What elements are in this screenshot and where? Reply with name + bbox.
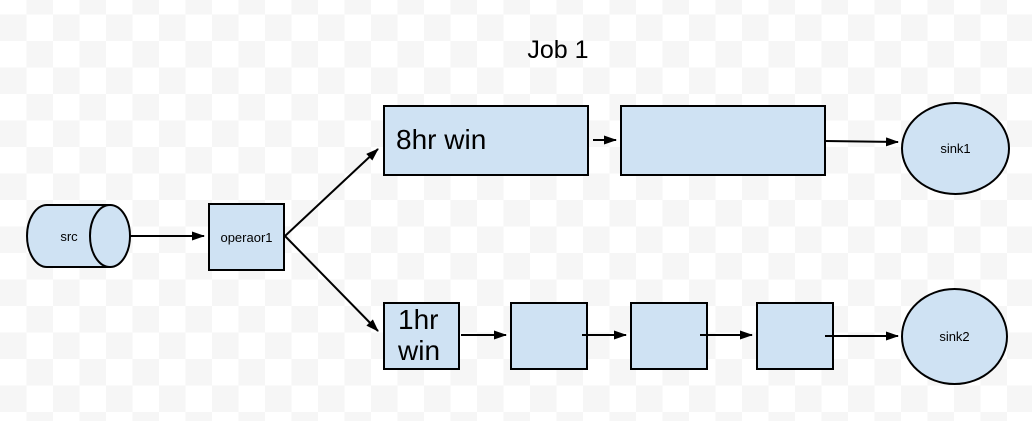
node-sink2[interactable]: sink2 bbox=[901, 288, 1008, 385]
node-bottom-process-1[interactable] bbox=[510, 302, 588, 370]
node-sink1[interactable]: sink1 bbox=[901, 102, 1010, 195]
edge-operator1-to-1hr-window[interactable] bbox=[284, 235, 379, 332]
node-1hr-window-label: 1hr win bbox=[398, 304, 441, 366]
edge-operator1-to-8hr-window[interactable] bbox=[284, 148, 379, 237]
node-top-process[interactable] bbox=[620, 105, 826, 176]
node-8hr-window-label: 8hr win bbox=[396, 124, 487, 156]
node-sink2-label: sink2 bbox=[939, 329, 970, 344]
node-sink1-label: sink1 bbox=[940, 141, 971, 156]
node-operator1-label: operaor1 bbox=[220, 229, 273, 245]
node-operator1[interactable]: operaor1 bbox=[208, 203, 285, 271]
edge-top-process-to-sink1[interactable] bbox=[824, 137, 899, 147]
node-8hr-window[interactable]: 8hr win bbox=[383, 105, 589, 176]
source-label: src bbox=[60, 228, 78, 244]
diagram-title: Job 1 bbox=[527, 36, 589, 64]
source-cylinder-body bbox=[26, 204, 111, 268]
source-cylinder[interactable] bbox=[26, 204, 131, 268]
node-1hr-window[interactable]: 1hr win bbox=[383, 302, 460, 370]
